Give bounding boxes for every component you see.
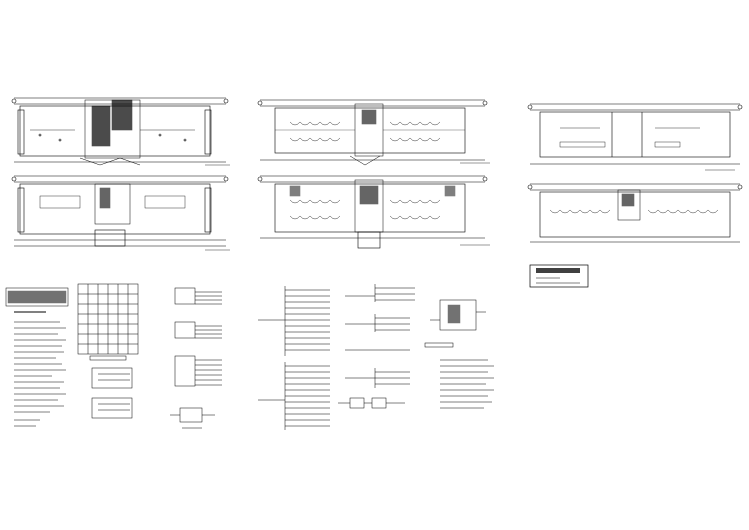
plan-left-upper	[11, 97, 230, 166]
legend-right	[424, 299, 494, 409]
plan-left-lower	[11, 175, 230, 251]
plan-right-upper	[527, 103, 743, 171]
title-block	[529, 264, 589, 288]
notes-and-tables	[5, 283, 139, 427]
plan-mid-lower	[257, 175, 490, 249]
distribution-diagrams-mid	[258, 284, 415, 430]
plan-mid-upper	[257, 99, 490, 166]
plan-right-lower	[527, 183, 743, 243]
distribution-diagrams-left	[170, 287, 222, 429]
